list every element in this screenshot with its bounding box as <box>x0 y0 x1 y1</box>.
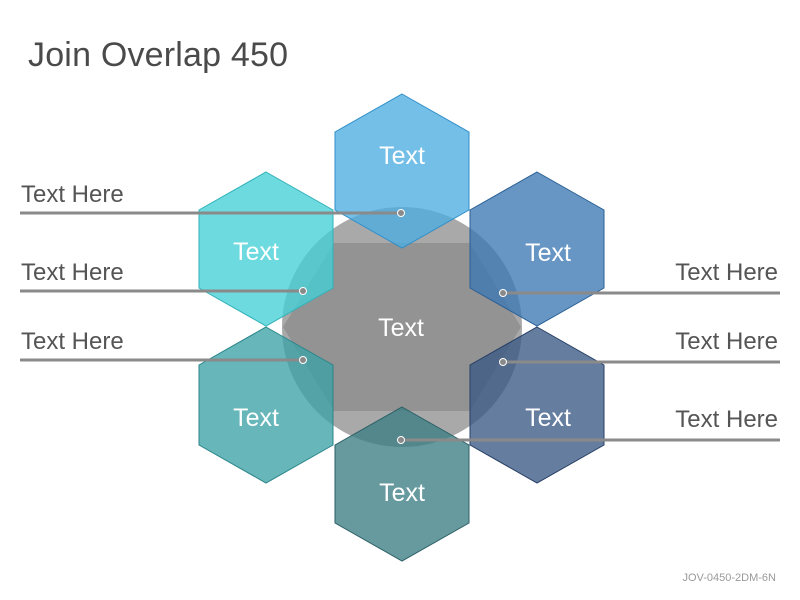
hexagon-upper-left[interactable] <box>198 171 334 327</box>
center-circle <box>282 207 522 447</box>
hexagon-shape <box>334 406 470 562</box>
callout-label-left-1: Text Here <box>21 181 124 208</box>
hexagon-top[interactable] <box>334 93 470 249</box>
callout-label-right-3: Text Here <box>675 406 778 433</box>
callout-dot-right-3 <box>397 436 405 444</box>
callout-label-right-1: Text Here <box>675 259 778 286</box>
callout-label-left-2: Text Here <box>21 259 124 286</box>
callout-dot-left-2 <box>299 287 307 295</box>
hexagon-lower-left[interactable] <box>198 326 334 484</box>
callout-dot-left-1 <box>397 209 405 217</box>
hexagon-lower-left-label: Text <box>233 404 279 432</box>
hexagon-lower-right-label: Text <box>525 404 571 432</box>
hexagon-upper-left-label: Text <box>233 238 279 266</box>
callout-dot-left-3 <box>299 356 307 364</box>
hexagon-upper-right[interactable] <box>469 171 605 327</box>
callout-dot-right-2 <box>499 358 507 366</box>
hexagon-shape <box>334 93 470 249</box>
footer-code: JOV-0450-2DM-6N <box>682 572 776 584</box>
hexagon-shape <box>469 171 605 327</box>
callout-dot-right-1 <box>499 289 507 297</box>
center-label: Text <box>378 314 424 342</box>
callout-label-left-3: Text Here <box>21 328 124 355</box>
hexagon-shape <box>198 171 334 327</box>
hexagon-upper-right-label: Text <box>525 239 571 267</box>
hexagon-lower-right[interactable] <box>469 326 605 484</box>
hexagon-bottom[interactable] <box>334 406 470 562</box>
hexagon-bottom-label: Text <box>379 479 425 507</box>
callout-lines <box>20 209 780 444</box>
hexagon-shape <box>469 326 605 484</box>
hexagon-top-label: Text <box>379 142 425 170</box>
center-shape[interactable] <box>282 207 522 447</box>
hexagon-shape <box>198 326 334 484</box>
callout-label-right-2: Text Here <box>675 328 778 355</box>
page-title: Join Overlap 450 <box>28 36 289 74</box>
